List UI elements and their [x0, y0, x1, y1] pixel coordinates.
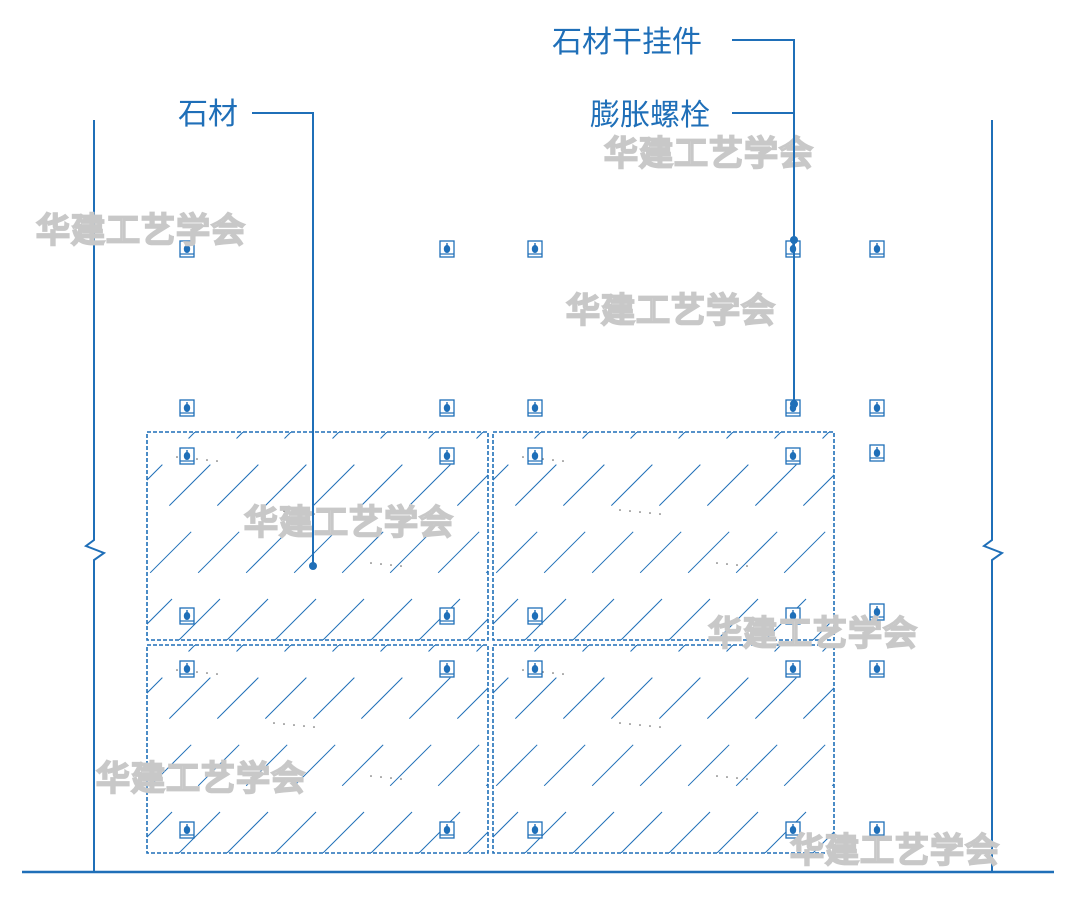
- stone-panel: [492, 431, 835, 641]
- watermark-text: 华建工艺学会: [36, 211, 246, 251]
- stone-panel: [492, 644, 835, 854]
- dry-hanging-fitting-icon: [785, 821, 801, 839]
- watermark-text: 华建工艺学会: [790, 831, 1000, 871]
- dry-hanging-fitting-icon: [439, 660, 455, 678]
- dry-hanging-fitting-icon: [869, 603, 885, 621]
- dry-hanging-fitting-icon: [869, 444, 885, 462]
- dry-hanging-fitting-icon: [527, 660, 543, 678]
- panel-hatch: [493, 432, 834, 640]
- dry-hanging-fitting-icon: [179, 607, 195, 625]
- dry-hanging-fitting-icon: [869, 660, 885, 678]
- watermark-text: 华建工艺学会: [566, 291, 776, 331]
- stone-panel: [146, 644, 489, 854]
- panel-hatch: [493, 645, 834, 853]
- dry-hanging-fitting-icon: [179, 447, 195, 465]
- dry-hanging-fitting-icon: [527, 399, 543, 417]
- dry-hanging-fitting-icon: [527, 821, 543, 839]
- leader-expansion-bolt: [732, 112, 798, 408]
- dry-hanging-fitting-icon: [527, 240, 543, 258]
- watermark-text: 华建工艺学会: [96, 759, 306, 799]
- label-expansion-bolt: 膨胀螺栓: [590, 98, 710, 133]
- dry-hanging-fitting-icon: [869, 240, 885, 258]
- stone-panels: [146, 431, 835, 854]
- dry-hanging-fitting-icon: [439, 607, 455, 625]
- dry-hanging-fitting-icon: [179, 399, 195, 417]
- dry-hanging-fitting-icon: [439, 240, 455, 258]
- dry-hanging-fitting-icon: [785, 660, 801, 678]
- dry-hanging-fitting-icon: [179, 660, 195, 678]
- dry-hanging-fitting-icon: [179, 821, 195, 839]
- panel-hatch: [147, 645, 488, 853]
- left-break-line: [83, 120, 107, 872]
- label-stone: 石材: [178, 97, 238, 132]
- dry-hanging-fitting-icon: [179, 240, 195, 258]
- dry-hanging-fitting-icon: [869, 399, 885, 417]
- dry-hanging-fitting-icon: [785, 607, 801, 625]
- dry-hanging-fitting-icon: [527, 607, 543, 625]
- dry-hanging-fitting-icon: [785, 447, 801, 465]
- right-break-line: [981, 120, 1005, 872]
- watermark-text: 华建工艺学会: [244, 503, 454, 543]
- label-dry-hanging-fitting: 石材干挂件: [552, 25, 702, 60]
- dry-hanging-fitting-icon: [527, 447, 543, 465]
- panel-hatch: [147, 432, 488, 640]
- stone-panel: [146, 431, 489, 641]
- fittings: [179, 240, 885, 839]
- dry-hanging-fitting-icon: [439, 399, 455, 417]
- dry-hanging-fitting-icon: [439, 821, 455, 839]
- leader-stone: [252, 112, 317, 570]
- dry-hanging-fitting-icon: [869, 821, 885, 839]
- watermark-text: 华建工艺学会: [708, 614, 918, 654]
- dry-hanging-fitting-icon: [439, 447, 455, 465]
- watermark-text: 华建工艺学会: [604, 134, 814, 174]
- watermarks: 华建工艺学会华建工艺学会华建工艺学会华建工艺学会华建工艺学会华建工艺学会华建工艺…: [35, 133, 1000, 872]
